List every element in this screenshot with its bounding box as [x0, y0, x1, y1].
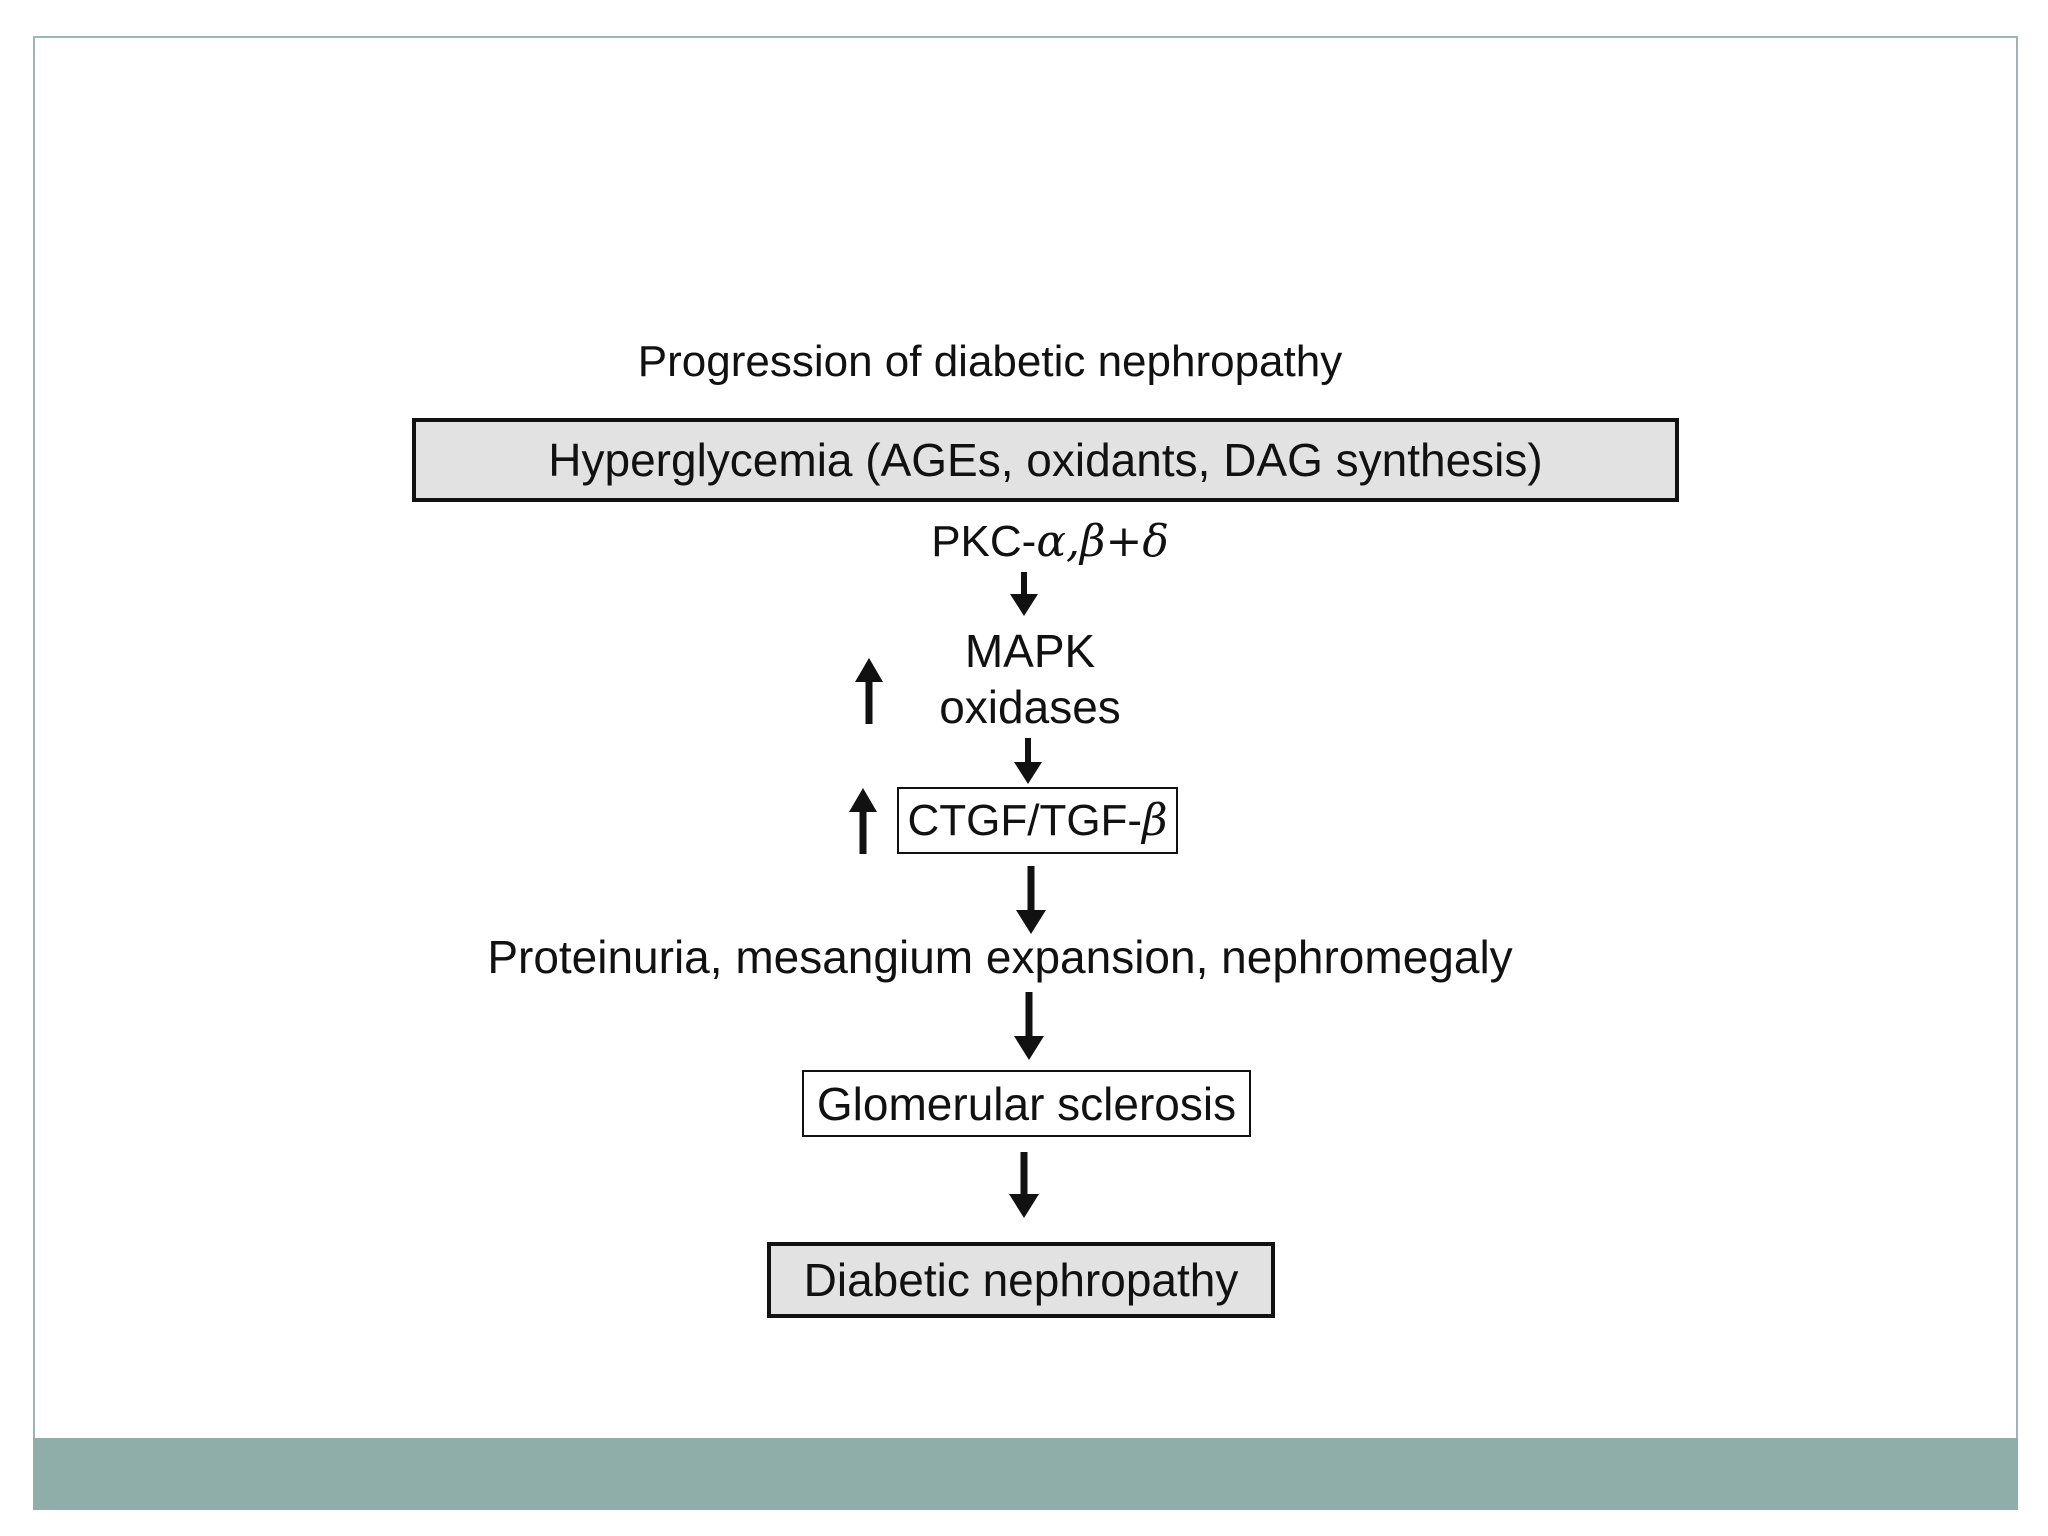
arrow-down-icon: [1014, 992, 1044, 1060]
arrow-down-icon: [1009, 1152, 1039, 1218]
arrow-down-icon: [1014, 738, 1042, 784]
pkc-isoforms: α,β+δ: [1036, 516, 1169, 567]
mapk-label: MAPK: [964, 625, 1096, 677]
footer-band: [33, 1438, 2018, 1510]
pkc-prefix: PKC-: [931, 517, 1037, 566]
arrow-up-icon: [855, 658, 883, 724]
diagram-title: Progression of diabetic nephropathy: [637, 337, 1343, 386]
arrow-down-icon: [1016, 866, 1046, 934]
arrow-up-icon: [849, 788, 877, 854]
hyperglycemia-box: Hyperglycemia (AGEs, oxidants, DAG synth…: [412, 418, 1679, 502]
pkc-label: PKC-α,β+δ: [880, 520, 1220, 564]
ctgf-greek: β: [1142, 794, 1168, 846]
arrow-down-icon: [1010, 572, 1038, 616]
glomerular-sclerosis-label: Glomerular sclerosis: [816, 1077, 1237, 1130]
oxidases-label: oxidases: [939, 681, 1121, 733]
proteinuria-label: Proteinuria, mesangium expansion, nephro…: [487, 931, 1513, 983]
hyperglycemia-label: Hyperglycemia (AGEs, oxidants, DAG synth…: [548, 434, 1543, 486]
ctgf-prefix: CTGF/TGF-: [907, 795, 1143, 845]
diabetic-nephropathy-box: Diabetic nephropathy: [767, 1242, 1275, 1318]
ctgf-tgf-box: CTGF/TGF-β: [897, 787, 1178, 854]
glomerular-sclerosis-box: Glomerular sclerosis: [802, 1070, 1251, 1137]
diabetic-nephropathy-label: Diabetic nephropathy: [803, 1254, 1239, 1306]
